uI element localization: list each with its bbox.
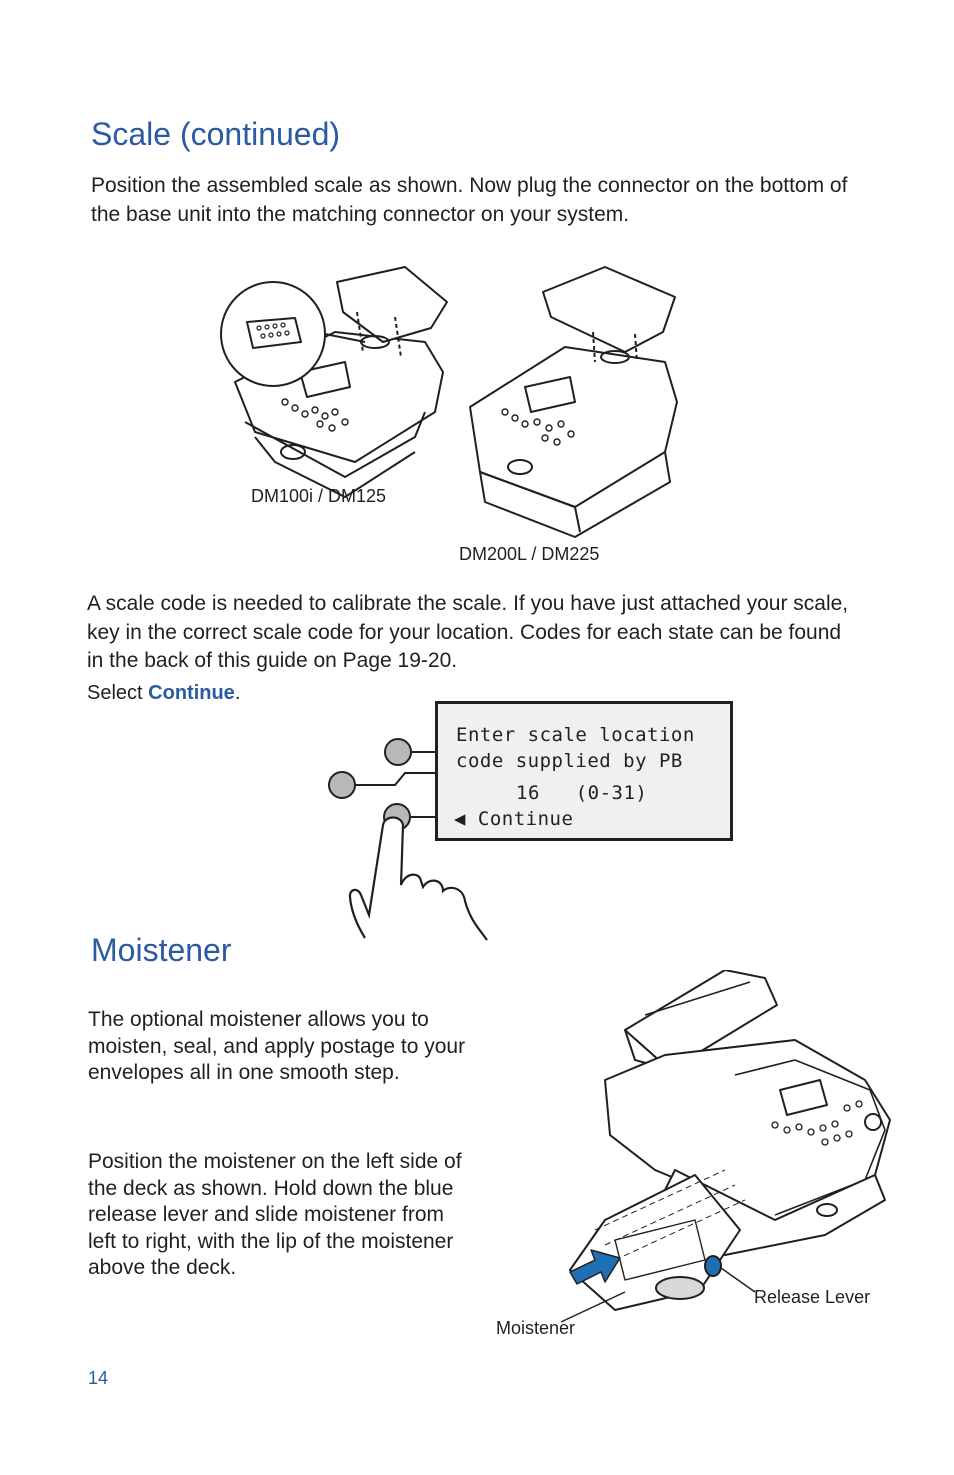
continue-keyword: Continue <box>148 682 235 704</box>
arrow-right-icon <box>569 1249 621 1285</box>
moistener-install-illustration <box>560 970 891 1323</box>
lcd-scale-code: 16 (0-31) <box>516 782 648 804</box>
moistener-paragraph-2: Position the moistener on the left side … <box>88 1150 462 1279</box>
lcd-continue-label: Continue <box>477 808 574 830</box>
lcd-line-2: code supplied by PB <box>456 750 683 772</box>
moistener-paragraph-1: The optional moistener allows you to moi… <box>88 1008 466 1084</box>
select-suffix: . <box>234 682 241 704</box>
lcd-button-top[interactable] <box>384 738 412 766</box>
lcd-display: Enter scale location code supplied by PB… <box>435 701 733 841</box>
left-triangle-icon: ◀ <box>454 808 466 830</box>
scale-intro: Position the assembled scale as shown. N… <box>91 174 848 226</box>
lcd-buttons-illustration <box>328 738 488 941</box>
page-number: 14 <box>88 1368 109 1388</box>
caption-dm200: DM200L / DM225 <box>459 544 600 564</box>
pointing-hand-icon <box>348 816 488 941</box>
lcd-continue-option: ◀ Continue <box>454 808 573 830</box>
release-lever-icon <box>704 1255 722 1277</box>
moistener-label: Moistener <box>496 1318 576 1338</box>
scale-code-paragraph: A scale code is needed to calibrate the … <box>87 592 849 672</box>
moistener-heading: Moistener <box>91 932 232 968</box>
release-lever-label: Release Lever <box>754 1287 871 1307</box>
scale-install-illustration <box>220 266 678 538</box>
dm200-machine-drawing <box>469 266 678 538</box>
lcd-button-middle[interactable] <box>328 771 356 799</box>
select-continue-instruction: Select Continue. <box>87 679 240 708</box>
dm100-machine-drawing <box>220 266 448 498</box>
caption-dm100: DM100i / DM125 <box>251 486 387 506</box>
select-prefix: Select <box>87 682 149 704</box>
lcd-line-1: Enter scale location <box>456 724 695 746</box>
scale-heading: Scale (continued) <box>91 116 341 152</box>
